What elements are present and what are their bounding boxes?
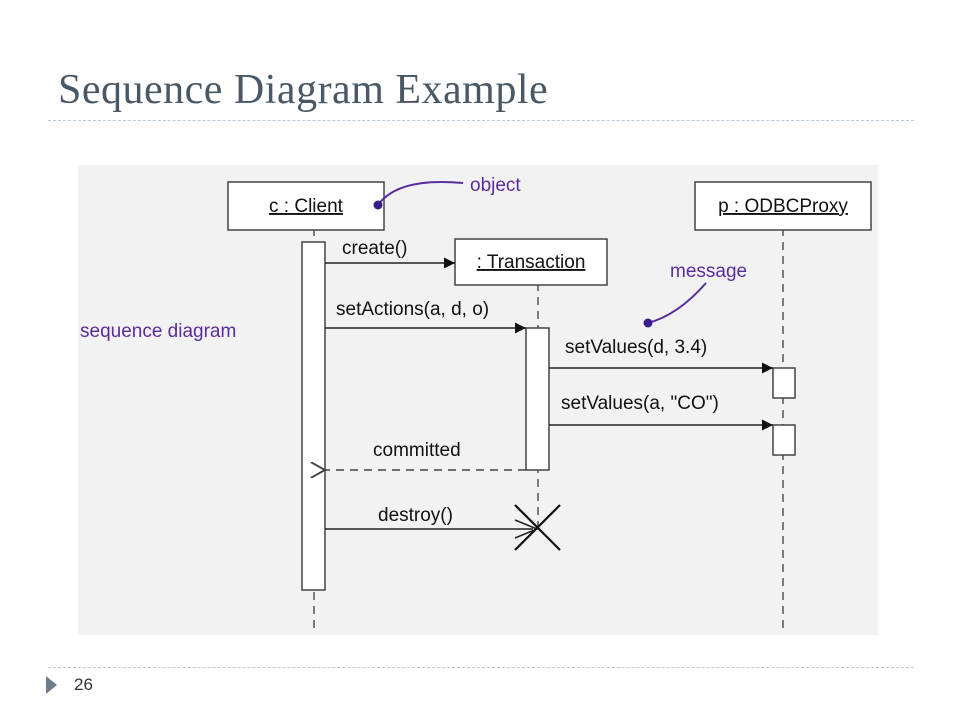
- set-values-message-1-label: setValues(d, 3.4): [565, 337, 707, 358]
- committed-return-message: committed: [325, 440, 526, 470]
- set-values-message-2-label: setValues(a, "CO"): [561, 393, 719, 414]
- sequence-diagram-annotation-label: sequence diagram: [80, 321, 236, 342]
- set-values-message-2: setValues(a, "CO"): [549, 393, 773, 431]
- footer-divider: [48, 667, 914, 668]
- proxy-object: p : ODBCProxy: [694, 181, 872, 231]
- sequence-diagram: c : Client : Transaction p : ODBCProxy c…: [78, 165, 878, 635]
- object-annotation-label: object: [470, 175, 521, 196]
- transaction-object-label: : Transaction: [477, 252, 586, 273]
- proxy-activation-bar-2: [772, 424, 796, 456]
- title-divider: [48, 120, 914, 121]
- proxy-activation-bar-1: [772, 367, 796, 399]
- create-message: create(): [325, 238, 455, 269]
- diagram-background: [78, 165, 878, 635]
- transaction-activation-bar: [525, 327, 550, 471]
- object-annotation: object: [373, 175, 521, 210]
- set-actions-message-label: setActions(a, d, o): [336, 299, 489, 320]
- committed-message-label: committed: [373, 440, 461, 461]
- destroy-message-label: destroy(): [378, 505, 453, 526]
- page-number: 26: [74, 675, 93, 694]
- client-object: c : Client: [227, 181, 385, 231]
- slide-title: Sequence Diagram Example: [58, 67, 549, 113]
- transaction-object: : Transaction: [454, 238, 608, 286]
- proxy-object-label: p : ODBCProxy: [718, 196, 848, 217]
- destruction-mark: [514, 504, 561, 551]
- message-annotation-label: message: [670, 261, 747, 282]
- message-annotation: message: [643, 261, 747, 328]
- create-message-label: create(): [342, 238, 407, 259]
- footer-triangle-icon: [46, 676, 57, 694]
- client-activation-bar: [301, 241, 326, 591]
- client-object-label: c : Client: [269, 196, 344, 217]
- destroy-message: destroy(): [325, 505, 539, 539]
- set-values-message-1: setValues(d, 3.4): [549, 337, 773, 374]
- set-actions-message: setActions(a, d, o): [325, 299, 526, 334]
